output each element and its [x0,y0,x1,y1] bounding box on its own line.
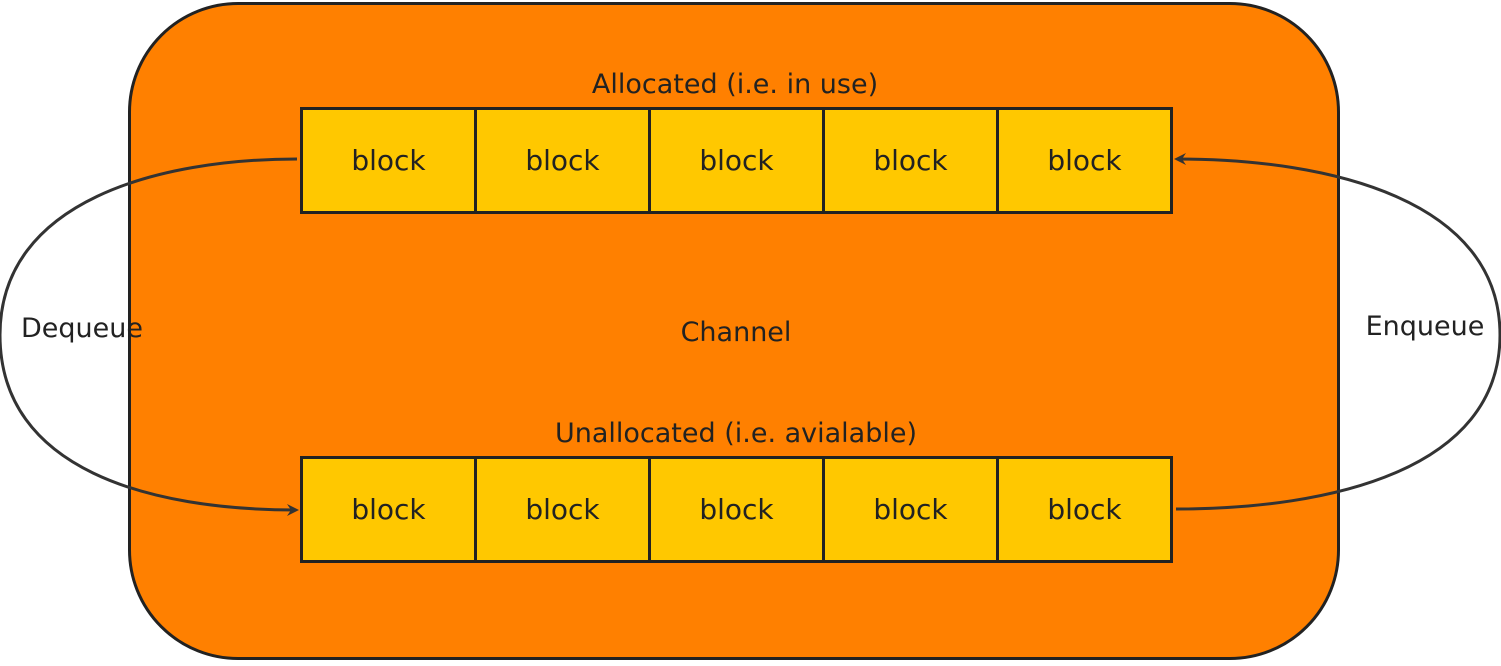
enqueue-arrow [1174,153,1501,511]
enqueue-label: Enqueue [1365,311,1485,342]
unallocated-block: block [648,456,825,563]
allocated-row: block block block block block [300,107,1173,214]
unallocated-row: block block block block block [300,456,1173,563]
unallocated-block: block [996,456,1173,563]
channel-label: Channel [680,317,792,348]
allocated-block: block [300,107,477,214]
unallocated-block: block [822,456,999,563]
allocated-block: block [996,107,1173,214]
unallocated-block: block [300,456,477,563]
allocated-label: Allocated (i.e. in use) [591,69,879,100]
allocated-block: block [474,107,651,214]
dequeue-label: Dequeue [21,313,143,344]
allocated-block: block [822,107,999,214]
unallocated-label: Unallocated (i.e. avialable) [554,418,918,449]
allocated-block: block [648,107,825,214]
unallocated-block: block [474,456,651,563]
dequeue-arrow [0,157,299,516]
